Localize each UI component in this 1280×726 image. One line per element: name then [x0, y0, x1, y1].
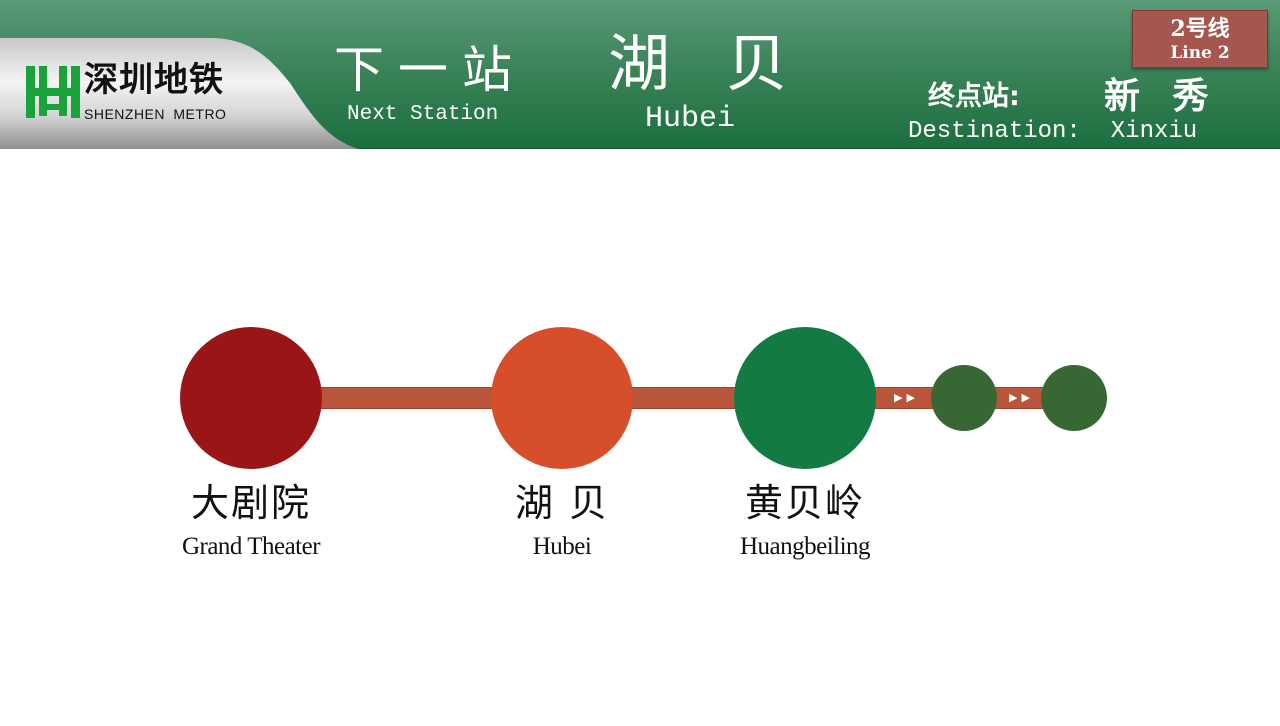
station-dot-upcoming — [1041, 365, 1107, 431]
station-name-en: Huangbeiling — [739, 533, 871, 560]
destination-name-en: Xinxiu — [1110, 118, 1198, 145]
track-segment — [610, 387, 750, 409]
station-name-cn: 黄贝岭 — [744, 481, 865, 525]
destination-label-en: Destination: — [908, 118, 1081, 145]
station-name-cn: 大剧院 — [190, 481, 311, 525]
track-segment — [300, 387, 510, 409]
track-segment — [860, 387, 950, 409]
station-name-en: Hubei — [532, 533, 592, 560]
logo-plate — [0, 38, 360, 149]
station-dot-upcoming — [931, 365, 997, 431]
station-name-cn: 湖 贝 — [514, 481, 610, 525]
station-dot-passed — [180, 327, 322, 469]
next-station-name-cn: 湖 贝 — [608, 27, 806, 100]
next-station-name-en: Hubei — [644, 102, 735, 136]
direction-arrows-icon: ▶▶ — [894, 391, 919, 404]
station-dot-next — [734, 327, 876, 469]
station-name-en: Grand Theater — [181, 533, 321, 560]
destination-label-cn: 终点站: — [928, 81, 1020, 112]
station-dot-current — [491, 327, 633, 469]
logo-name-en: SHENZHEN METRO — [84, 106, 227, 122]
line-badge: 2号线 Line 2 — [1132, 10, 1268, 68]
destination-name-cn: 新 秀 — [1104, 76, 1219, 117]
header-banner: 深圳地铁 SHENZHEN METRO 下一站 Next Station 湖 贝… — [0, 0, 1280, 149]
direction-arrows-icon: ▶▶ — [1009, 391, 1034, 404]
line-badge-cn: 2号线 — [1170, 16, 1230, 42]
next-station-label-en: Next Station — [347, 103, 499, 126]
next-station-label-cn: 下一站 — [334, 41, 526, 99]
logo-name-cn: 深圳地铁 — [84, 60, 224, 100]
line-badge-en: Line 2 — [1170, 43, 1230, 63]
shenzhen-metro-logo-icon — [26, 66, 80, 118]
